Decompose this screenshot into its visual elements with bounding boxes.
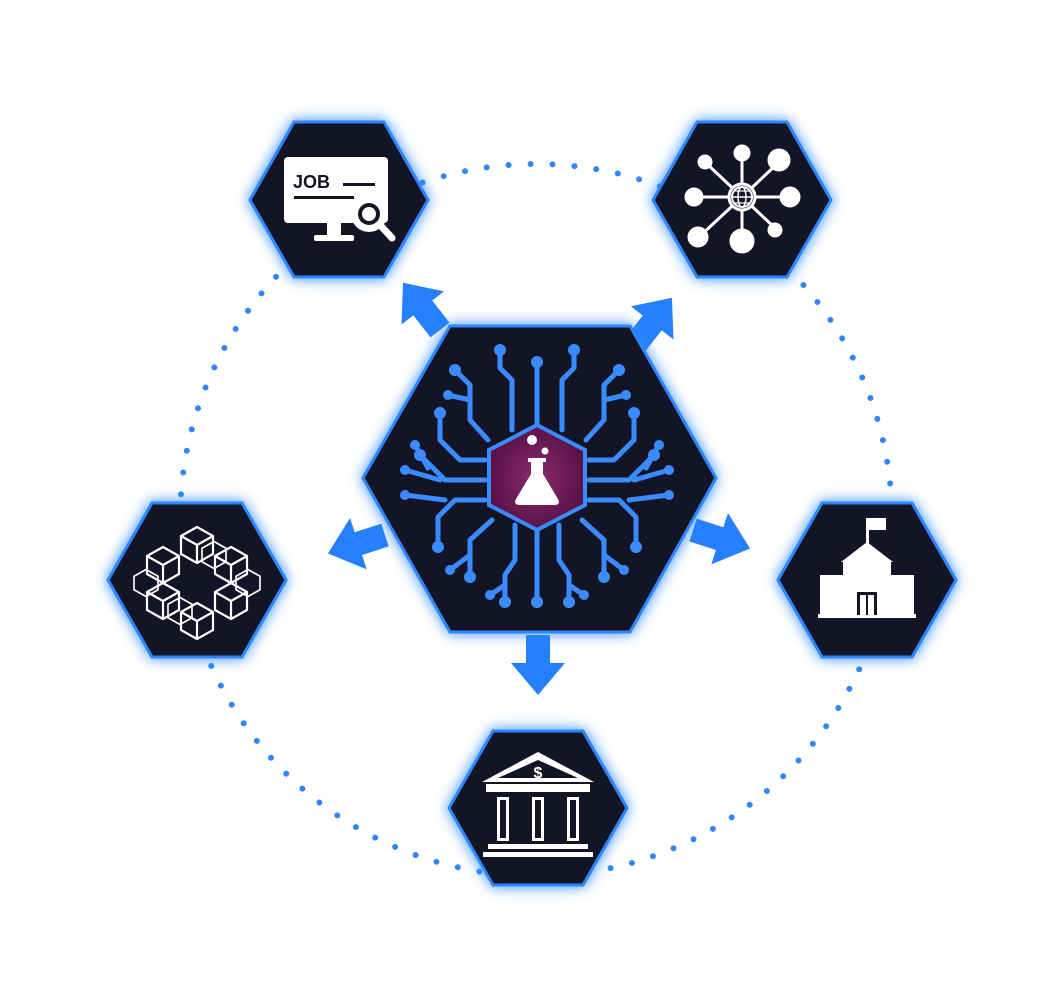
job-search-label: JOB <box>293 172 330 192</box>
job-search-icon: JOB <box>284 157 396 242</box>
flask-icon <box>515 435 559 505</box>
center-hub <box>361 324 718 634</box>
bank-dollar-label: $ <box>534 765 543 782</box>
arrow-to-cubes <box>327 517 389 570</box>
node-job-search: JOB <box>248 120 430 279</box>
node-cubes <box>106 501 288 659</box>
school-building-icon <box>818 518 916 618</box>
cube-ring-icon <box>133 525 261 641</box>
arrow-to-job-search <box>401 282 450 338</box>
network-globe-icon <box>684 144 801 254</box>
node-school <box>776 501 958 659</box>
flask-badge <box>487 422 587 533</box>
cubes-hexagon <box>106 501 288 659</box>
node-bank: $ <box>447 729 629 887</box>
arrow-to-bank <box>511 635 565 695</box>
node-network <box>651 120 833 279</box>
arrows <box>327 282 751 695</box>
bank-icon: $ <box>482 752 594 857</box>
circuit-nodes <box>400 344 674 608</box>
arrow-to-school <box>689 512 751 565</box>
